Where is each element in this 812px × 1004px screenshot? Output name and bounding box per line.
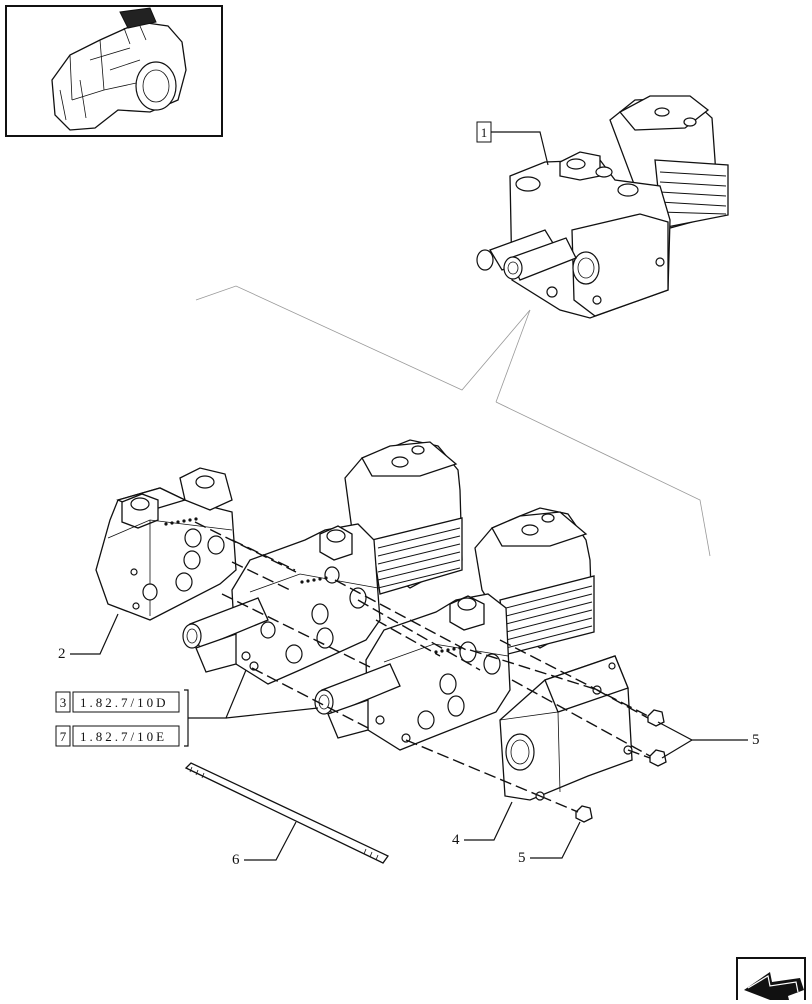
tractor-housing-thumbnail-icon: [5, 5, 223, 137]
assembled-valve-group: [476, 95, 729, 319]
assembly-alignment-lines: [194, 521, 651, 813]
reference-group[interactable]: [184, 669, 319, 747]
valve-middle-section: [182, 439, 463, 685]
callout-item-5-lower-label: 5: [518, 850, 526, 866]
valve-end-section: [95, 467, 237, 621]
reference-2[interactable]: 7 1.82.7/10E: [55, 725, 180, 747]
nuts: [575, 709, 667, 823]
tie-rod: [184, 762, 389, 864]
callout-item-1[interactable]: 1: [476, 121, 549, 166]
reference-2-index: 7: [60, 729, 67, 744]
callout-item-2[interactable]: 2: [58, 613, 119, 662]
projection-lines: [195, 285, 711, 557]
callout-item-4[interactable]: 4: [452, 801, 513, 848]
reference-2-code: 1.82.7/10E: [80, 729, 167, 744]
callout-item-5-lower[interactable]: 5: [518, 821, 581, 866]
reference-1-code: 1.82.7/10D: [80, 695, 169, 710]
callout-item-2-label: 2: [58, 646, 66, 662]
valve-end-cover: [499, 655, 633, 801]
callout-item-6[interactable]: 6: [232, 821, 297, 868]
reference-1-index: 3: [60, 695, 67, 710]
callout-item-5-upper[interactable]: 5: [657, 721, 760, 759]
callout-item-6-label: 6: [232, 852, 240, 868]
callout-item-1-label: 1: [481, 125, 488, 140]
reference-1[interactable]: 3 1.82.7/10D: [55, 691, 180, 713]
valve-front-section: [314, 507, 595, 751]
previous-page-arrow-icon[interactable]: [736, 957, 806, 1004]
callout-item-5-upper-label: 5: [752, 732, 760, 748]
callout-item-4-label: 4: [452, 832, 460, 848]
